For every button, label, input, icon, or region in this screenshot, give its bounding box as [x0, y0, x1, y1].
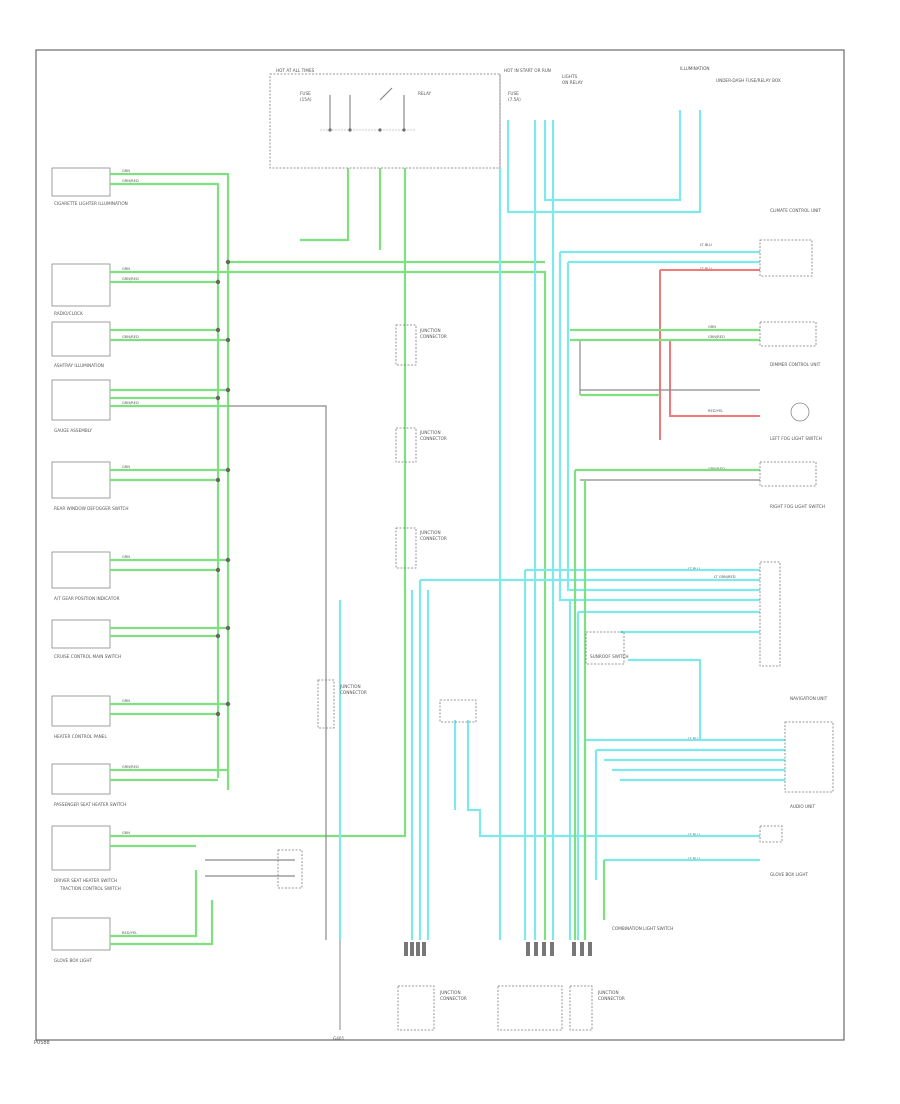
heater-control-panel-label: HEATER CONTROL PANEL: [54, 734, 107, 739]
hot-at-all-times-label: HOT AT ALL TIMES: [276, 68, 315, 73]
svg-text:GRN: GRN: [122, 555, 130, 559]
svg-text:GRN: GRN: [122, 267, 130, 271]
svg-text:CONNECTOR: CONNECTOR: [420, 436, 447, 441]
svg-text:GRN/RED: GRN/RED: [122, 401, 139, 405]
gauge-assembly-label: GAUGE ASSEMBLY: [54, 428, 92, 433]
svg-text:CONNECTOR: CONNECTOR: [440, 996, 467, 1001]
radio-clock-label: RADIO/CLOCK: [54, 311, 83, 316]
diagram-frame: [35, 49, 845, 1041]
driver-seat-heater-label: DRIVER SEAT HEATER SWITCH: [54, 878, 117, 883]
svg-text:CONNECTOR: CONNECTOR: [598, 996, 625, 1001]
glove-light-right-label: GLOVE BOX LIGHT: [770, 872, 808, 877]
svg-text:LT BLU: LT BLU: [700, 243, 712, 247]
svg-text:(7.5A): (7.5A): [508, 97, 521, 102]
svg-text:JUNCTION: JUNCTION: [597, 990, 619, 995]
svg-text:ILLUMINATION: ILLUMINATION: [680, 66, 710, 71]
svg-text:LT GRN/RED: LT GRN/RED: [714, 575, 736, 579]
under-dash-fuse-box-label: UNDER-DASH FUSE/RELAY BOX: [716, 78, 781, 83]
bottom-connectors: JUNCTION CONNECTOR JUNCTION CONNECTOR G4…: [333, 940, 625, 1041]
svg-text:JUNCTION: JUNCTION: [419, 530, 441, 535]
svg-text:CONNECTOR: CONNECTOR: [420, 536, 447, 541]
ground-label: G401: [333, 1036, 345, 1041]
left-green-wires: [110, 168, 547, 946]
svg-text:JUNCTION: JUNCTION: [439, 990, 461, 995]
svg-text:GRN: GRN: [122, 831, 130, 835]
passenger-seat-heater-label: PASSENGER SEAT HEATER SWITCH: [54, 802, 126, 807]
svg-text:RED/YEL: RED/YEL: [708, 409, 723, 413]
svg-text:JUNCTION: JUNCTION: [419, 328, 441, 333]
svg-text:GRN/RED: GRN/RED: [122, 765, 139, 769]
glove-box-light-label: GLOVE BOX LIGHT: [54, 958, 92, 963]
svg-text:RELAY: RELAY: [418, 91, 432, 96]
svg-text:CONNECTOR: CONNECTOR: [420, 334, 447, 339]
svg-text:ON RELAY: ON RELAY: [562, 80, 583, 85]
hot-in-run-label: HOT IN START OR RUN: [504, 68, 551, 73]
svg-text:GRN: GRN: [708, 325, 716, 329]
ashtray-illumination-label: ASHTRAY ILLUMINATION: [54, 363, 104, 368]
svg-text:JUNCTION: JUNCTION: [419, 430, 441, 435]
traction-switch-label: TRACTION CONTROL SWITCH: [59, 886, 121, 891]
svg-text:FUSE: FUSE: [508, 91, 519, 96]
svg-text:GRN/RED: GRN/RED: [122, 335, 139, 339]
left-fog-switch-label: LEFT FOG LIGHT SWITCH: [770, 436, 822, 441]
svg-text:GRN/RED: GRN/RED: [708, 335, 725, 339]
mid-connectors: JUNCTION CONNECTOR JUNCTION CONNECTOR JU…: [277, 324, 625, 889]
right-green-wires: [570, 328, 760, 940]
svg-text:GRN: GRN: [122, 699, 130, 703]
climate-control-label: CLIMATE CONTROL UNIT: [770, 208, 821, 213]
svg-text:CONNECTOR: CONNECTOR: [340, 690, 367, 695]
splice-dots: [215, 259, 231, 717]
gear-position-indicator-label: A/T GEAR POSITION INDICATOR: [54, 596, 120, 601]
black-wires: [205, 340, 760, 940]
defogger-switch-label: REAR WINDOW DEFOGGER SWITCH: [54, 506, 129, 511]
combination-switch-label: COMBINATION LIGHT SWITCH: [612, 926, 673, 931]
svg-text:LIGHTS: LIGHTS: [562, 74, 578, 79]
svg-text:GRN/RED: GRN/RED: [122, 179, 139, 183]
svg-text:(15A): (15A): [300, 97, 312, 102]
figure-code: P0588: [34, 1040, 50, 1046]
svg-text:GRN: GRN: [122, 169, 130, 173]
audio-unit-label: AUDIO UNIT: [790, 804, 815, 809]
fuse-relay-box: HOT AT ALL TIMES HOT IN START OR RUN FUS…: [269, 68, 583, 169]
svg-text:GRN/RED: GRN/RED: [122, 277, 139, 281]
svg-text:FUSE: FUSE: [300, 91, 311, 96]
right-components: CLIMATE CONTROL UNIT DIMMER CONTROL UNIT…: [59, 208, 834, 931]
svg-text:GRN: GRN: [122, 465, 130, 469]
cig-lighter-illumination-label: CIGARETTE LIGHTER ILLUMINATION: [54, 201, 128, 206]
svg-text:JUNCTION: JUNCTION: [339, 684, 361, 689]
sunroof-switch-label: SUNROOF SWITCH: [590, 654, 629, 659]
left-components: CIGARETTE LIGHTER ILLUMINATION RADIO/CLO…: [51, 167, 129, 963]
red-wires: [659, 269, 760, 440]
svg-text:RED/YEL: RED/YEL: [122, 931, 137, 935]
cyan-wires: [338, 110, 785, 940]
navigation-unit-label: NAVIGATION UNIT: [790, 696, 828, 701]
bottom-pins: [404, 942, 592, 956]
dimmer-control-label: DIMMER CONTROL UNIT: [770, 362, 821, 367]
cruise-switch-label: CRUISE CONTROL MAIN SWITCH: [54, 654, 121, 659]
right-fog-switch-label: RIGHT FOG LIGHT SWITCH: [770, 504, 825, 509]
